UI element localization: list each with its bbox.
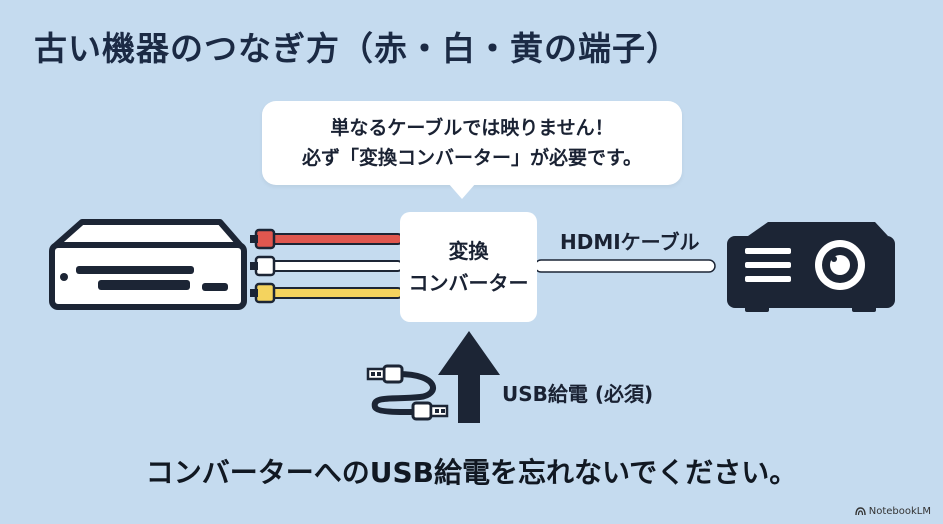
notebooklm-logo-icon <box>855 507 866 516</box>
bottom-reminder-text: コンバーターへのUSB給電を忘れないでください。 <box>145 456 798 489</box>
red-rca-cable <box>250 228 403 250</box>
brand-watermark: NotebookLM <box>855 506 931 517</box>
hdmi-cable-label: HDMIケーブル <box>560 230 700 254</box>
converter-box: 変換 コンバーター <box>400 212 537 322</box>
speech-bubble-tail <box>448 183 476 199</box>
bubble-line-1: 単なるケーブルでは映りません！ <box>330 117 614 139</box>
hdmi-cable <box>534 259 716 273</box>
converter-label-line-2: コンバーター <box>408 271 529 295</box>
brand-name: NotebookLM <box>868 506 931 517</box>
rca-cables <box>250 228 403 304</box>
usb-power-label: USB給電 (必須) <box>502 382 654 406</box>
projector-icon <box>727 222 895 312</box>
up-arrow-icon <box>438 331 500 423</box>
white-rca-cable <box>250 255 403 277</box>
bubble-line-2: 必ず「変換コンバーター」が必要です。 <box>301 147 643 169</box>
page-title: 古い機器のつなぎ方（赤・白・黄の端子） <box>34 29 680 68</box>
dvd-player-icon <box>49 219 247 310</box>
warning-speech-bubble: 単なるケーブルでは映りません！ 必ず「変換コンバーター」が必要です。 <box>262 101 682 185</box>
usb-cable-icon <box>366 364 449 421</box>
yellow-rca-cable <box>250 282 403 304</box>
converter-label-line-1: 変換 <box>448 239 489 263</box>
